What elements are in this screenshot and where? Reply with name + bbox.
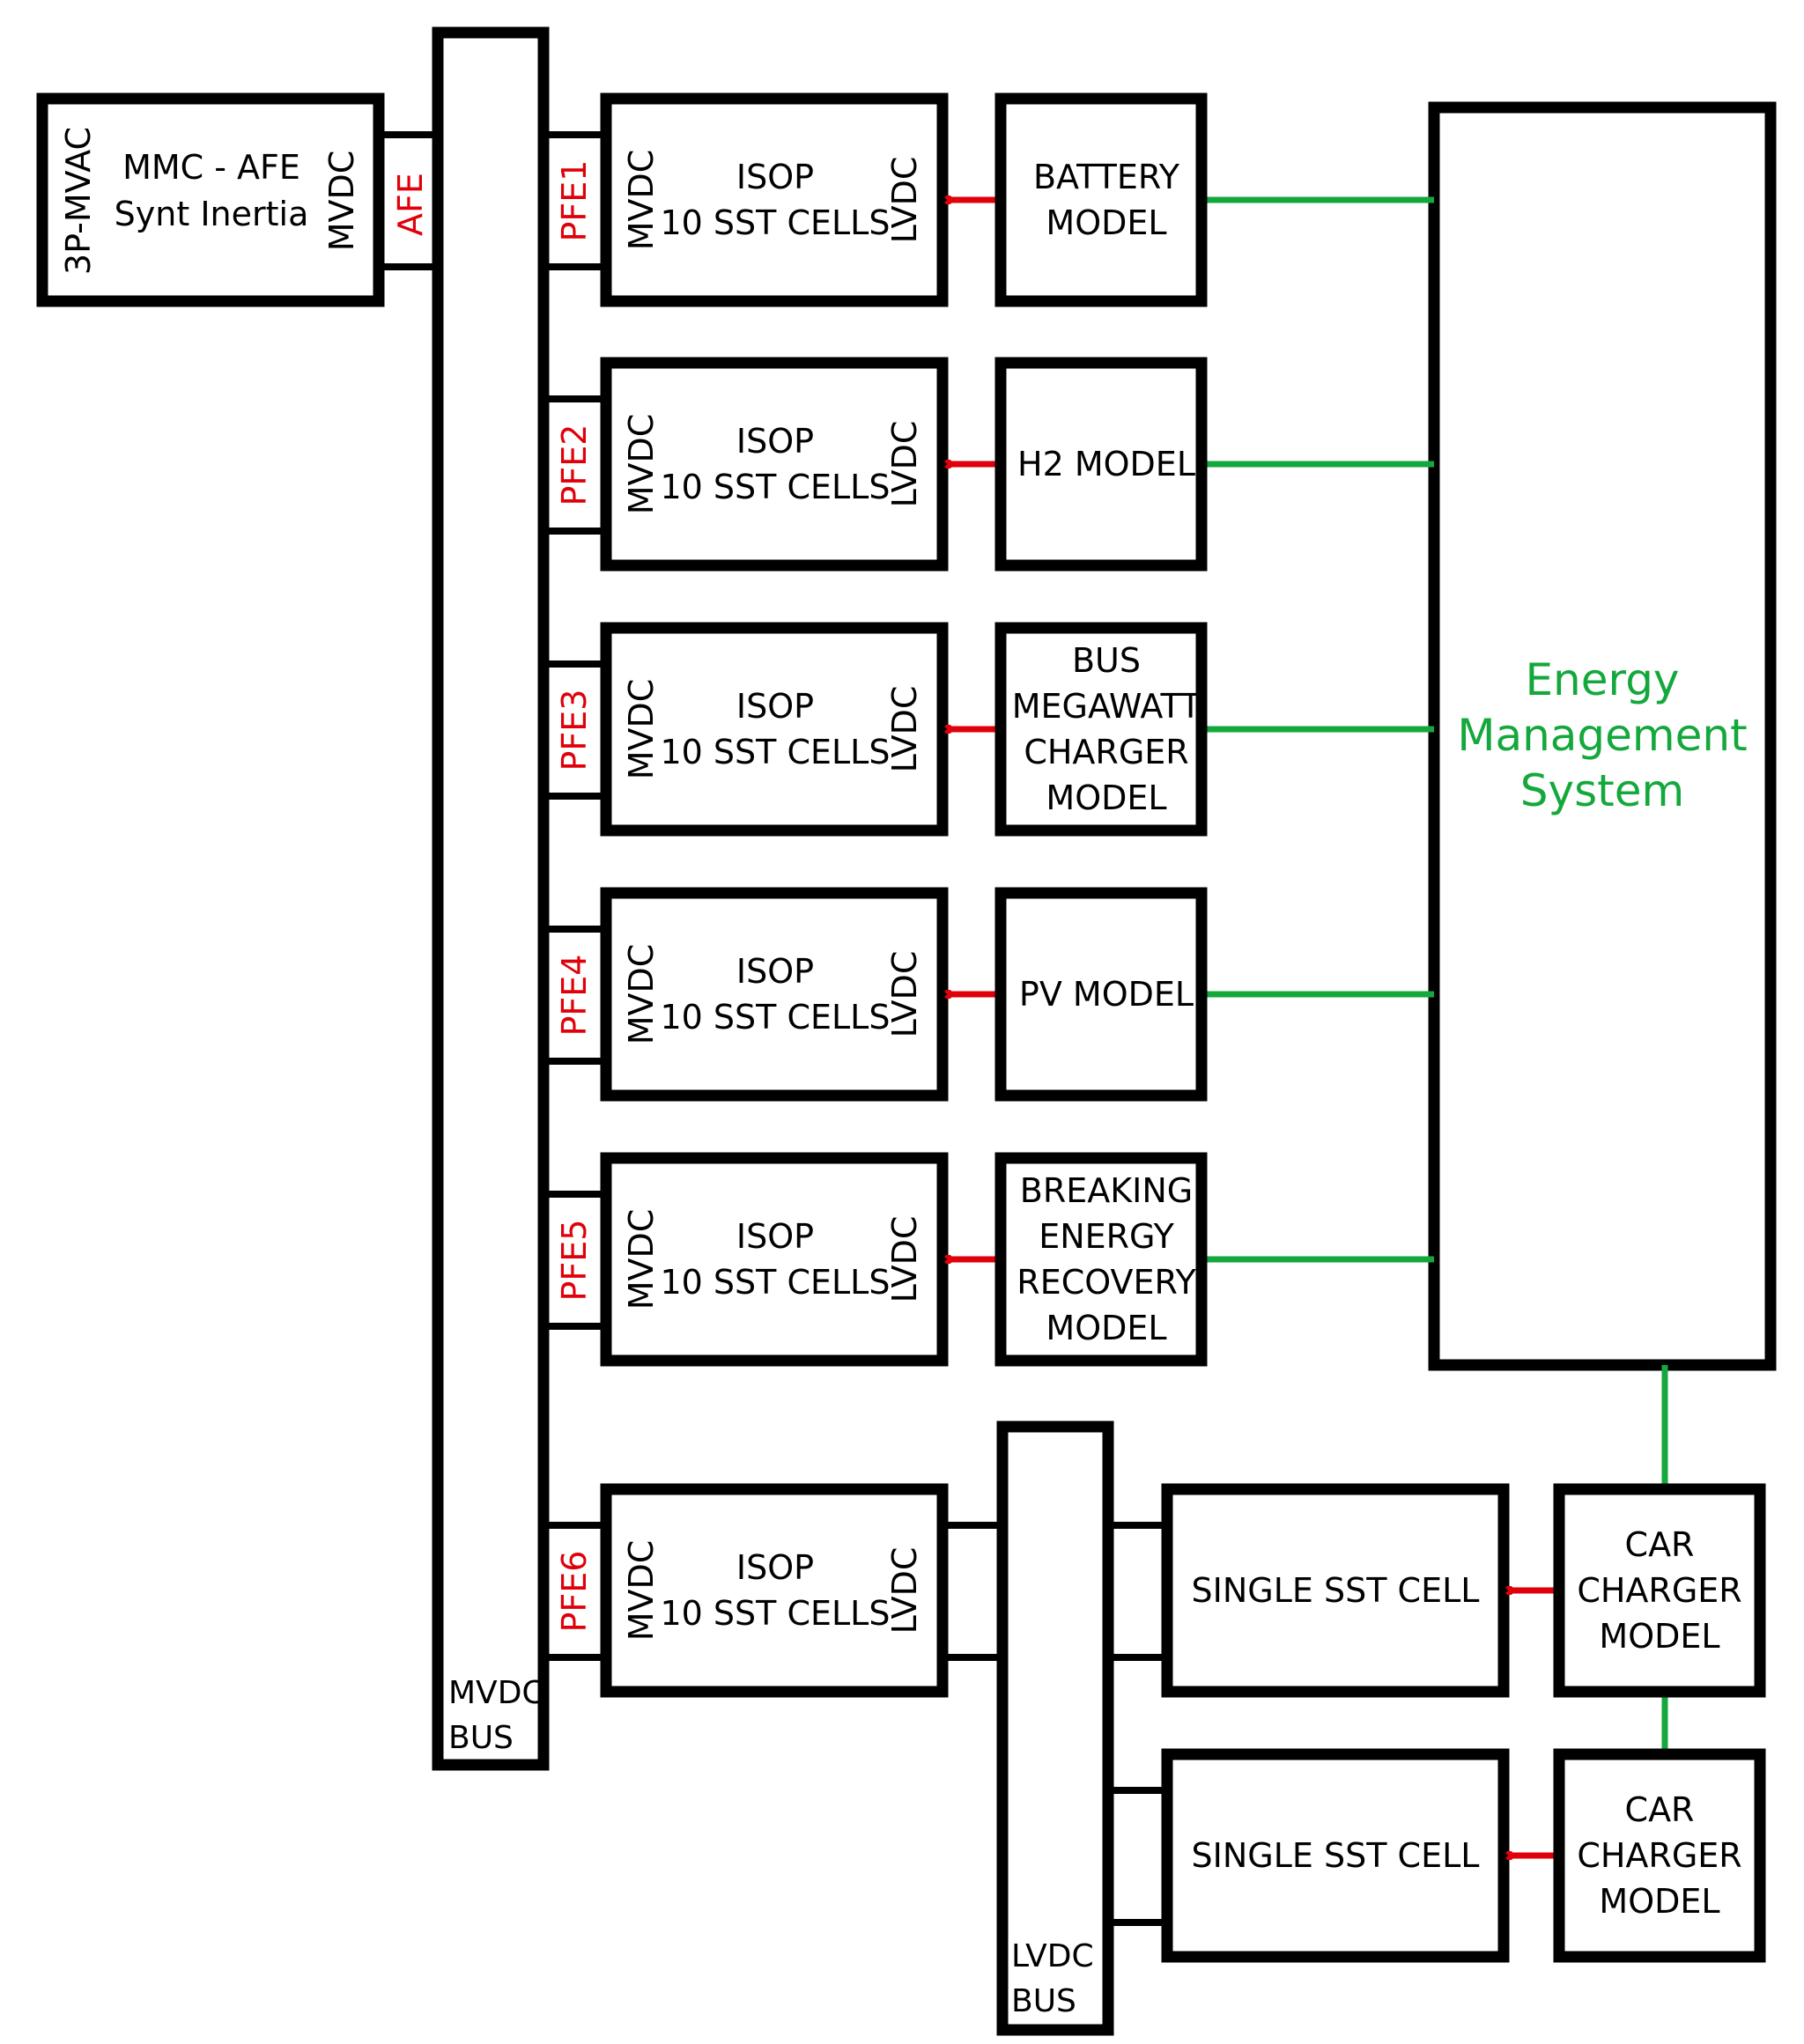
source-model-5-line-2: ENERGY <box>1039 1217 1174 1256</box>
isop-block-1 <box>600 92 949 307</box>
source-model-1 <box>994 92 1208 307</box>
ems-line-2: Management <box>1457 710 1747 761</box>
isop-block-4 <box>600 887 949 1102</box>
single-sst-cell-1 <box>1161 1483 1510 1698</box>
isop1-line-1: ISOP <box>736 158 814 196</box>
source-model-5 <box>994 1152 1208 1367</box>
car-charger-model-2 <box>1553 1748 1766 1963</box>
ems-line-1: Energy <box>1525 654 1679 705</box>
source-model-1-line-1: BATTERY <box>1033 158 1180 196</box>
mvdc-bus-line-1: MVDC <box>448 1675 544 1711</box>
isop3-mvdc-label: MVDC <box>622 679 661 780</box>
car-charger-model-2-line-3: MODEL <box>1599 1882 1719 1921</box>
afe-label: AFE <box>391 173 430 236</box>
isop4-line-2: 10 SST CELLS <box>661 998 891 1037</box>
isop1-lvdc-label: LVDC <box>885 157 924 244</box>
lvdc-bus-line-1: LVDC <box>1011 1938 1094 1974</box>
ems-line-3: System <box>1520 765 1684 816</box>
isop2-line-1: ISOP <box>736 422 814 461</box>
source-model-5-line-4: MODEL <box>1046 1309 1166 1347</box>
isop5-mvdc-label: MVDC <box>622 1209 661 1310</box>
car-charger-model-2-line-2: CHARGER <box>1577 1836 1741 1875</box>
pfe2-label: PFE2 <box>555 424 594 506</box>
isop4-lvdc-label: LVDC <box>885 951 924 1038</box>
source-model-3-line-2: MEGAWATT <box>1012 687 1201 726</box>
car-charger-model-1-line-3: MODEL <box>1599 1617 1719 1656</box>
car-charger-model-2-line-1: CAR <box>1625 1790 1695 1829</box>
source-model-3-line-1: BUS <box>1072 641 1141 680</box>
source-model-3-line-3: CHARGER <box>1024 733 1188 771</box>
mvdc-bus-line-2: BUS <box>448 1720 514 1756</box>
source-model-5-line-3: RECOVERY <box>1017 1263 1196 1302</box>
isop4-mvdc-label: MVDC <box>622 944 661 1045</box>
isop6-mvdc-label: MVDC <box>622 1540 661 1642</box>
isop6-lvdc-label: LVDC <box>885 1547 924 1634</box>
isop4-line-1: ISOP <box>736 952 814 991</box>
car-charger-model-1 <box>1553 1483 1766 1698</box>
isop6-line-1: ISOP <box>736 1548 814 1587</box>
afe-block-line-1: MMC - AFE <box>122 148 300 187</box>
isop-block-3 <box>600 622 949 837</box>
afe-block-line-2: Synt Inertia <box>115 195 309 233</box>
isop1-mvdc-label: MVDC <box>622 150 661 251</box>
isop2-lvdc-label: LVDC <box>885 421 924 508</box>
pfe4-label: PFE4 <box>555 955 594 1037</box>
source-model-3 <box>994 622 1208 837</box>
source-model-4-line-1: PV MODEL <box>1019 975 1194 1014</box>
isop6-line-2: 10 SST CELLS <box>661 1594 891 1633</box>
source-model-2-line-1: H2 MODEL <box>1017 445 1195 483</box>
isop3-lvdc-label: LVDC <box>885 686 924 773</box>
source-model-5-line-1: BREAKING <box>1020 1171 1193 1210</box>
afe-connector-wires <box>379 131 438 270</box>
lvdc-bus-line-2: BUS <box>1011 1983 1076 2019</box>
source-model-2 <box>994 357 1208 572</box>
source-model-1-line-2: MODEL <box>1046 203 1166 242</box>
isop5-line-1: ISOP <box>736 1217 814 1256</box>
isop3-line-1: ISOP <box>736 687 814 726</box>
afe-block-left-label: 3P-MVAC <box>59 127 98 275</box>
isop5-line-2: 10 SST CELLS <box>661 1263 891 1302</box>
single-sst-cell-1-line-1: SINGLE SST CELL <box>1192 1571 1480 1610</box>
lvdc-bus: LVDC BUS <box>996 1420 1114 2036</box>
afe-block-right-label: MVDC <box>322 151 361 252</box>
isop5-lvdc-label: LVDC <box>885 1216 924 1303</box>
mvdc-bus: MVDC BUS <box>432 26 550 1771</box>
mmc-afe-block: MMC - AFE Synt Inertia 3P-MVAC MVDC <box>36 92 385 307</box>
isop3-line-2: 10 SST CELLS <box>661 733 891 771</box>
energy-management-system: Energy Management System <box>1428 101 1777 1371</box>
isop-block-6 <box>600 1483 949 1698</box>
isop-block-2 <box>600 357 949 572</box>
pfe6-label: PFE6 <box>555 1551 594 1633</box>
isop1-line-2: 10 SST CELLS <box>661 203 891 242</box>
pfe1-label: PFE1 <box>555 160 594 242</box>
single-sst-cell-2 <box>1161 1748 1510 1963</box>
source-model-4 <box>994 887 1208 1102</box>
pfe3-label: PFE3 <box>555 690 594 771</box>
car-charger-model-1-line-2: CHARGER <box>1577 1571 1741 1610</box>
isop2-line-2: 10 SST CELLS <box>661 468 891 506</box>
isop-block-5 <box>600 1152 949 1367</box>
source-model-3-line-4: MODEL <box>1046 778 1166 817</box>
pfe5-label: PFE5 <box>555 1220 594 1302</box>
isop2-mvdc-label: MVDC <box>622 414 661 515</box>
car-charger-model-1-line-1: CAR <box>1625 1525 1695 1564</box>
single-sst-cell-2-line-1: SINGLE SST CELL <box>1192 1836 1480 1875</box>
